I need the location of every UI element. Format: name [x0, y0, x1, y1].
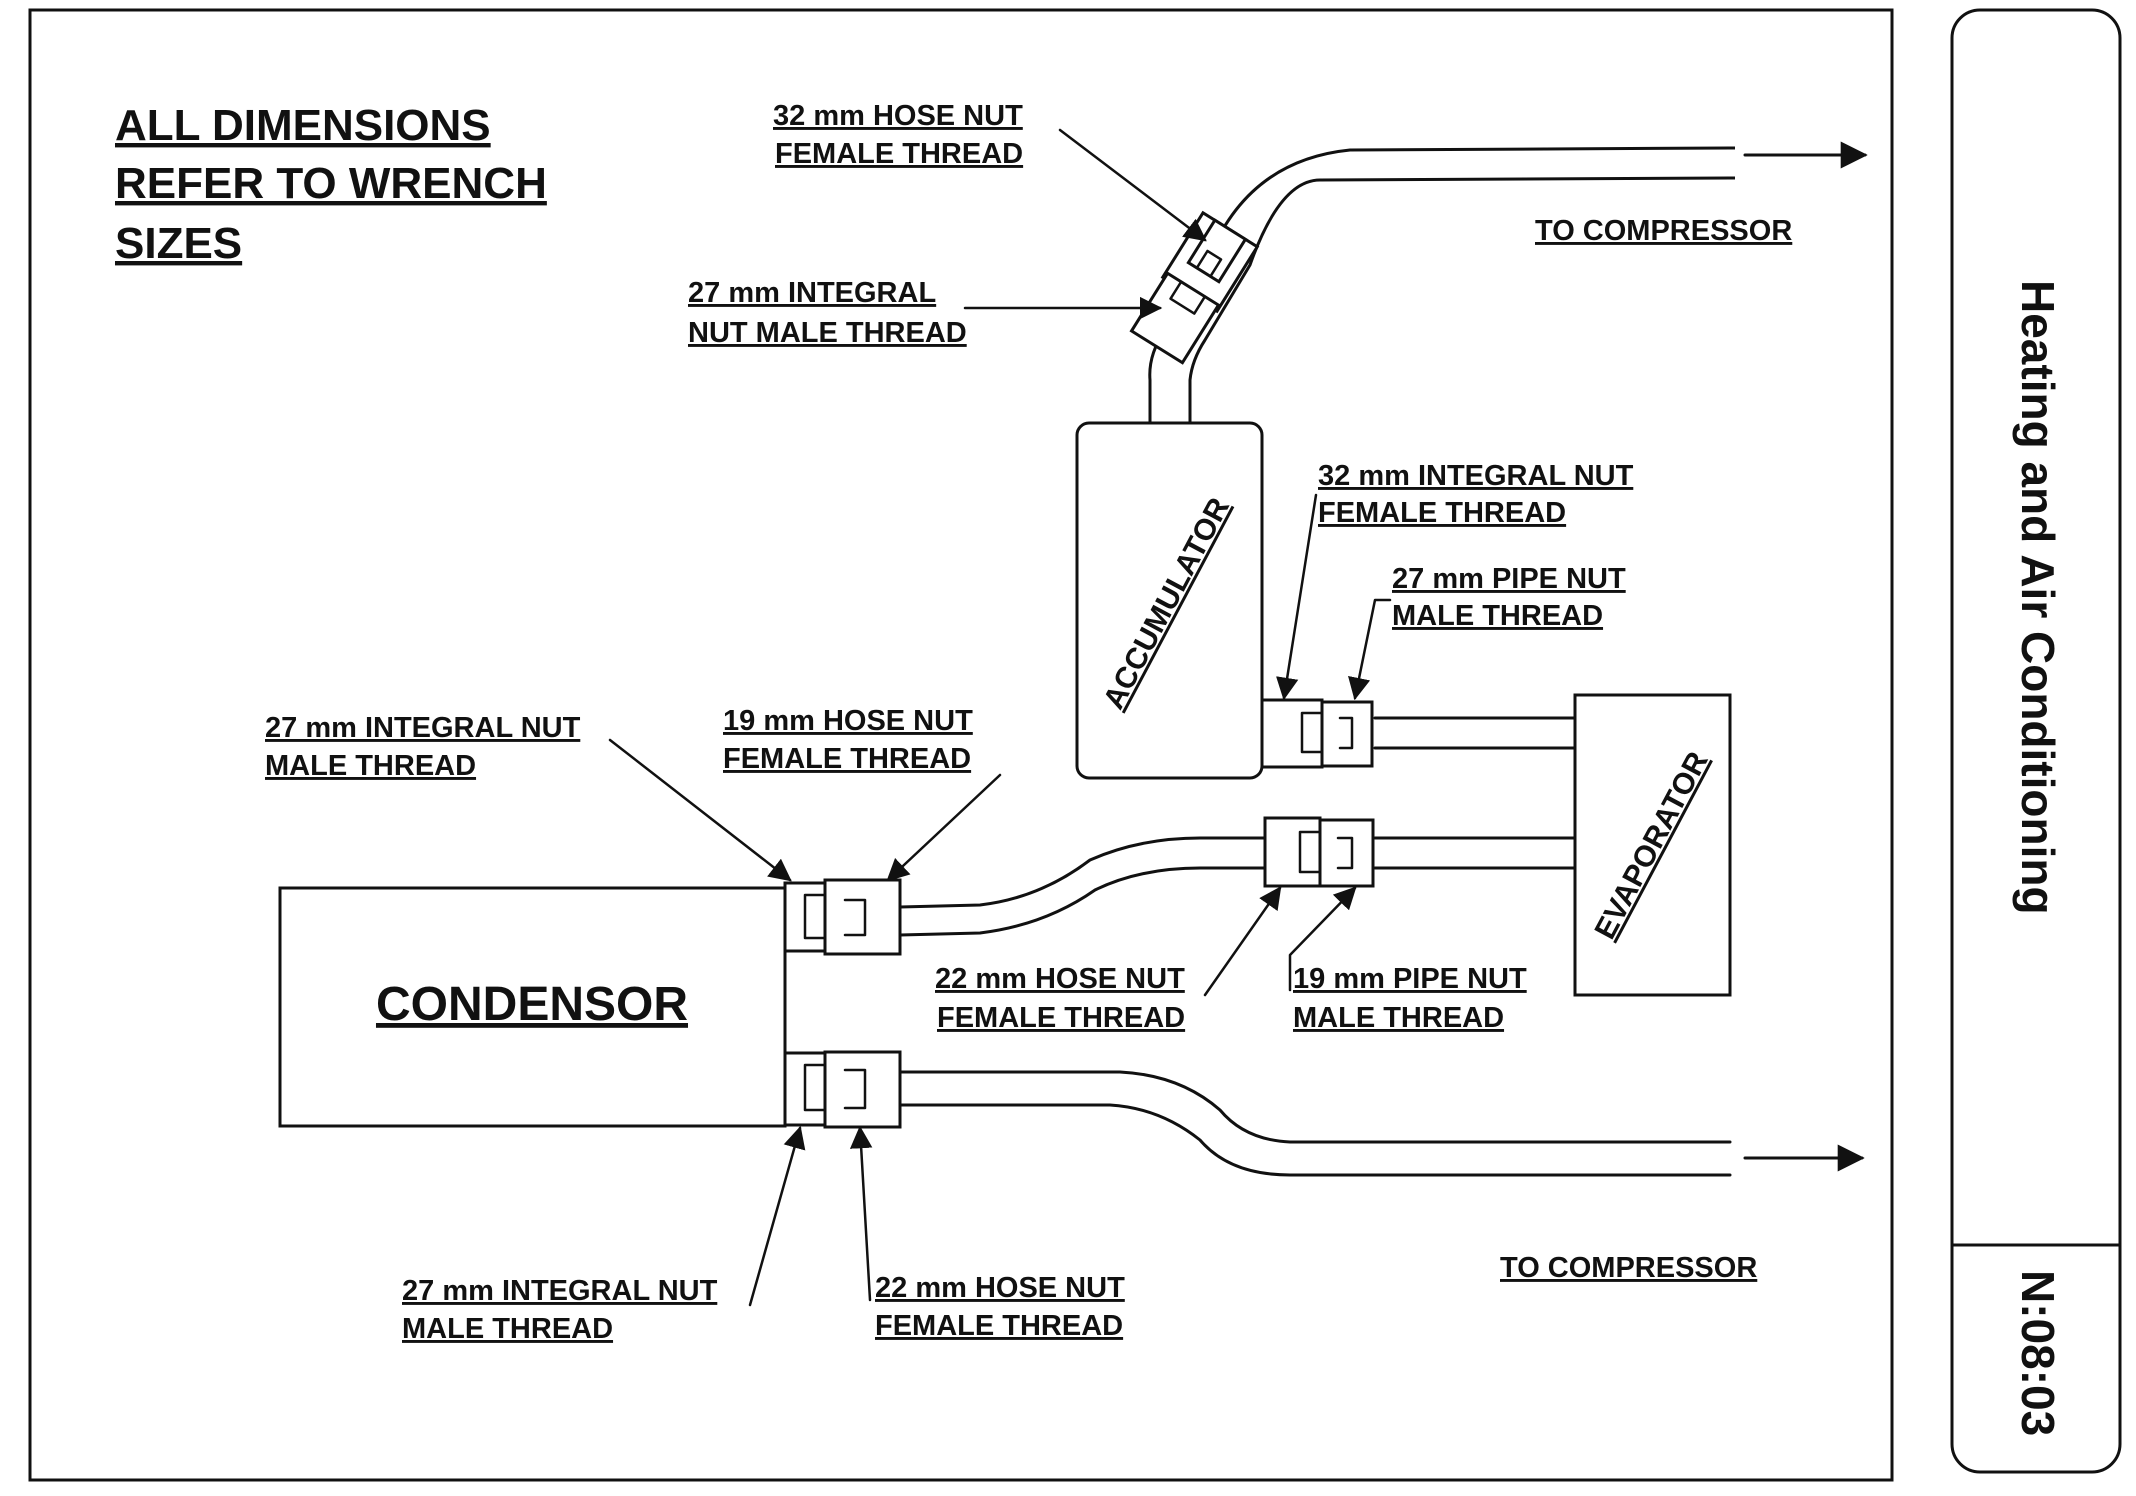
label-32mm-hose-nut-1: 32 mm HOSE NUT [773, 100, 1023, 132]
sidebar-page-code: N:08:03 [2012, 1270, 2064, 1436]
leader-27mm-integral-bottom [748, 1125, 806, 1307]
label-22mm-hose-nut-mid-2: FEMALE THREAD [937, 1002, 1185, 1034]
leader-32mm-hose-nut [1058, 128, 1207, 242]
cond-comp-hose-bottom [898, 1103, 1732, 1177]
label-27mm-integral-left-2: MALE THREAD [265, 750, 476, 782]
evaporator-box [1573, 693, 1732, 997]
header-line-2: REFER TO WRENCH [115, 159, 547, 208]
leader-32mm-integral-nut [1276, 493, 1318, 701]
sidebar-title: Heating and Air Conditioning [2012, 280, 2064, 915]
header-line-3: SIZES [115, 219, 242, 268]
cond-evap-hose-top [898, 836, 1267, 909]
cond-evap-hose-bottom [898, 866, 1267, 937]
label-32mm-integral-nut-1: 32 mm INTEGRAL NUT [1318, 460, 1634, 492]
leader-27mm-integral-left [608, 738, 792, 882]
label-27mm-integral-bottom-2: MALE THREAD [402, 1313, 613, 1345]
label-32mm-hose-nut-2: FEMALE THREAD [775, 138, 1023, 170]
fitting-condensor-bottom [783, 1050, 902, 1129]
fitting-evaporator-inlet [1263, 816, 1375, 888]
label-27mm-integral-top-2: NUT MALE THREAD [688, 317, 967, 349]
label-32mm-integral-nut-2: FEMALE THREAD [1318, 497, 1566, 529]
to-compressor-top: TO COMPRESSOR [1535, 215, 1792, 247]
leader-19mm-pipe-nut [1288, 886, 1357, 992]
sidebar-frame [1950, 8, 2122, 1474]
label-27mm-integral-bottom-1: 27 mm INTEGRAL NUT [402, 1275, 718, 1307]
label-19mm-hose-nut-2: FEMALE THREAD [723, 743, 971, 775]
condensor-box [278, 886, 787, 1128]
label-19mm-pipe-nut-1: 19 mm PIPE NUT [1293, 963, 1527, 995]
label-22mm-hose-nut-bottom-1: 22 mm HOSE NUT [875, 1272, 1125, 1304]
to-compressor-bottom: TO COMPRESSOR [1500, 1252, 1757, 1284]
label-22mm-hose-nut-mid-1: 22 mm HOSE NUT [935, 963, 1185, 995]
leader-19mm-hose-nut [886, 773, 1002, 882]
label-19mm-pipe-nut-2: MALE THREAD [1293, 1002, 1504, 1034]
accumulator-box [1075, 421, 1264, 780]
label-27mm-pipe-nut-1: 27 mm PIPE NUT [1392, 563, 1626, 595]
leader-27mm-pipe-nut [1348, 598, 1392, 701]
label-22mm-hose-nut-bottom-2: FEMALE THREAD [875, 1310, 1123, 1342]
accumulator-upper-hose-right [1188, 176, 1732, 425]
fitting-condensor-top [783, 878, 902, 956]
leader-22mm-hose-nut-mid [1203, 886, 1282, 997]
leader-22mm-hose-nut-bottom [849, 1125, 873, 1302]
header-line-1: ALL DIMENSIONS [115, 101, 491, 150]
cond-comp-hose-top [898, 1070, 1732, 1144]
label-19mm-hose-nut-1: 19 mm HOSE NUT [723, 705, 973, 737]
label-27mm-pipe-nut-2: MALE THREAD [1392, 600, 1603, 632]
label-27mm-integral-top-1: 27 mm INTEGRAL [688, 277, 936, 309]
diagram-frame [28, 8, 1894, 1482]
condensor-label: CONDENSOR [376, 978, 688, 1031]
label-27mm-integral-left-1: 27 mm INTEGRAL NUT [265, 712, 581, 744]
fitting-accumulator-outlet [1260, 698, 1374, 769]
